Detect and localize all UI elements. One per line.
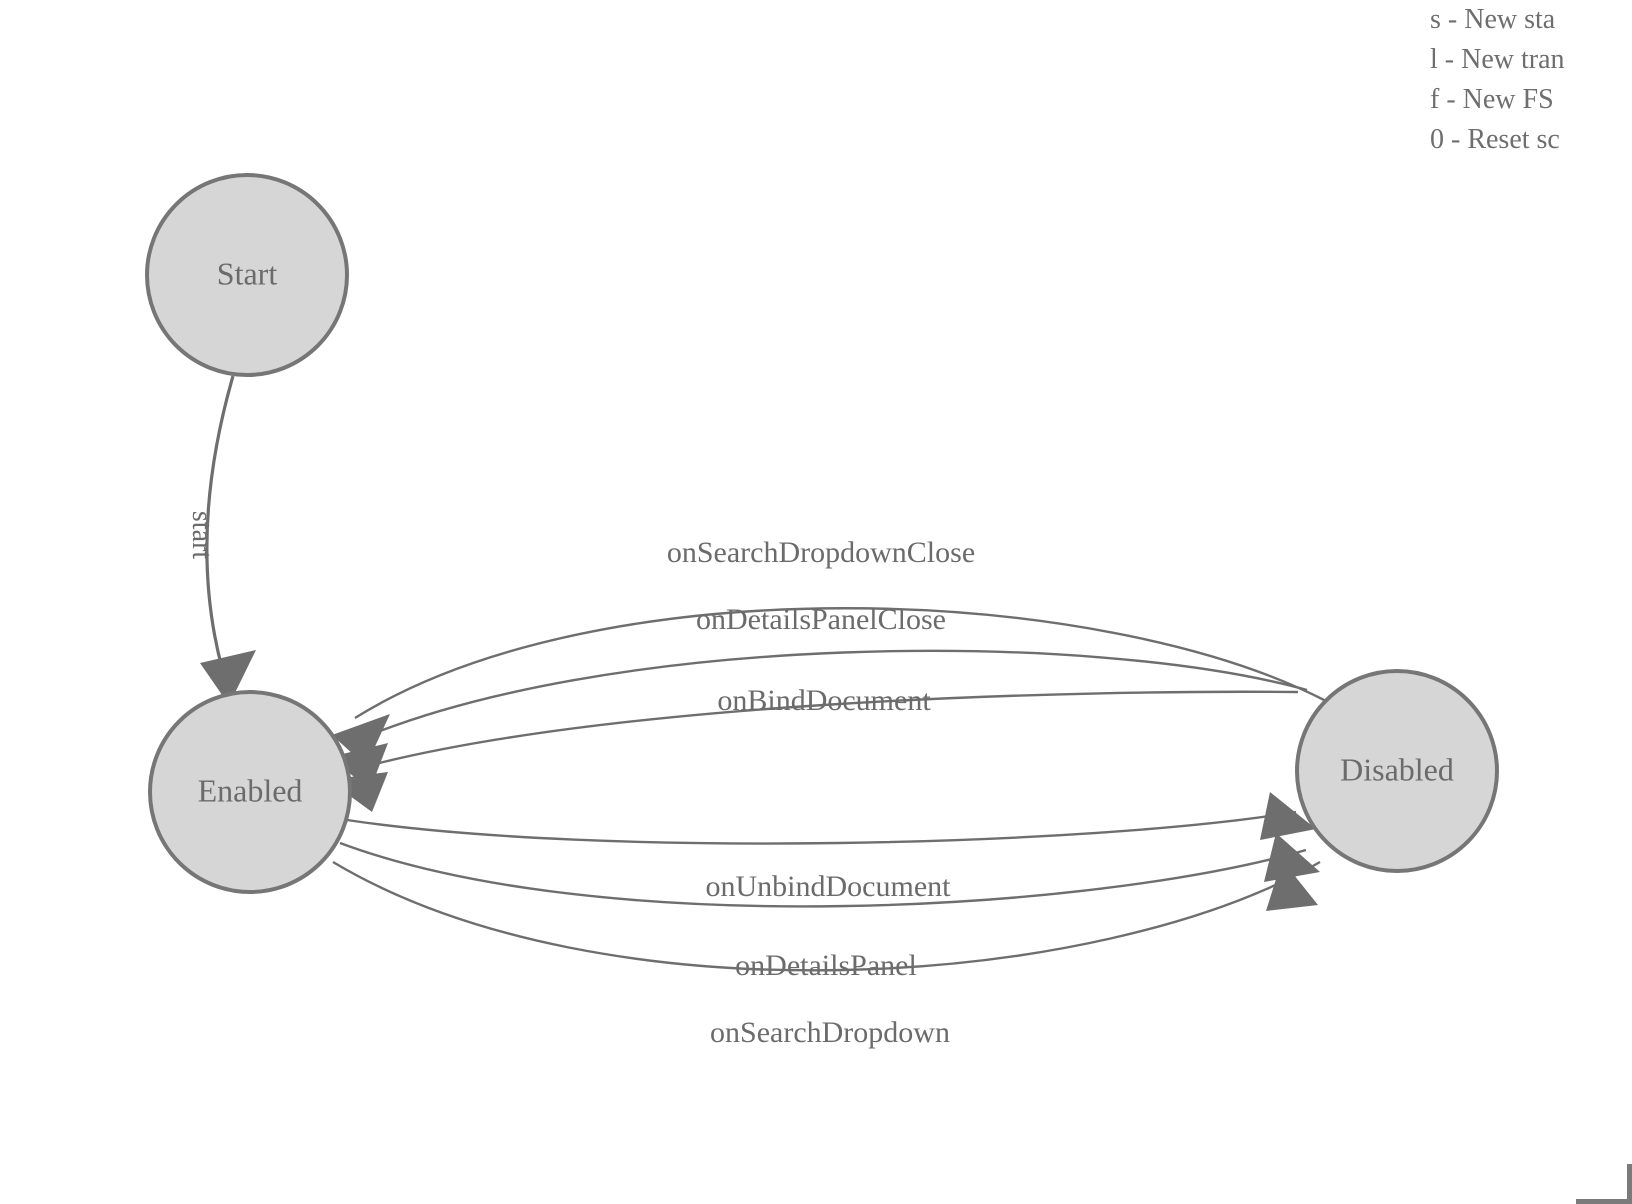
edge-label-on-details-panel: onDetailsPanel — [735, 949, 917, 982]
edge-label-on-bind-document: onBindDocument — [717, 684, 931, 717]
edge-on-search-dropdown[interactable]: onSearchDropdown — [332, 860, 1321, 1049]
node-enabled-label: Enabled — [198, 772, 303, 808]
edge-on-unbind-document[interactable]: onUnbindDocument — [346, 792, 1316, 903]
node-enabled[interactable]: Enabled — [148, 690, 352, 894]
node-enabled-circle[interactable] — [148, 690, 352, 894]
edge-on-search-dropdown-close[interactable]: onSearchDropdownClose — [332, 536, 1327, 766]
edge-on-details-panel[interactable]: onDetailsPanel — [339, 833, 1320, 982]
edge-path-on-details-panel-close[interactable] — [345, 649, 1308, 747]
node-start-circle[interactable] — [145, 173, 349, 377]
edge-start[interactable]: start — [186, 375, 256, 705]
arrowhead-on-search-dropdown — [1266, 860, 1318, 911]
edge-label-start: start — [186, 511, 217, 559]
arrowhead-start — [200, 650, 256, 705]
canvas-corner-mark — [1576, 1164, 1632, 1204]
node-disabled[interactable]: Disabled — [1295, 669, 1499, 873]
arrowhead-on-search-dropdown-close — [332, 714, 390, 766]
edge-path-on-bind-document[interactable] — [344, 690, 1299, 774]
edge-label-on-search-dropdown-close: onSearchDropdownClose — [667, 536, 975, 569]
arrowhead-on-unbind-document — [1260, 792, 1316, 840]
edge-label-on-search-dropdown: onSearchDropdown — [710, 1016, 950, 1049]
node-start-label: Start — [217, 255, 278, 291]
edge-path-start[interactable] — [205, 375, 235, 669]
node-disabled-circle[interactable] — [1295, 669, 1499, 873]
node-start[interactable]: Start — [145, 173, 349, 377]
edge-on-bind-document[interactable]: onBindDocument — [328, 684, 1299, 812]
edge-path-on-search-dropdown-close[interactable] — [354, 607, 1327, 720]
edge-path-on-search-dropdown[interactable] — [332, 860, 1321, 972]
edge-label-on-unbind-document: onUnbindDocument — [706, 870, 952, 903]
edge-path-on-unbind-document[interactable] — [346, 810, 1297, 845]
node-disabled-label: Disabled — [1340, 751, 1454, 787]
edge-path-on-details-panel[interactable] — [339, 841, 1307, 908]
edge-label-on-details-panel-close: onDetailsPanelClose — [696, 603, 946, 636]
